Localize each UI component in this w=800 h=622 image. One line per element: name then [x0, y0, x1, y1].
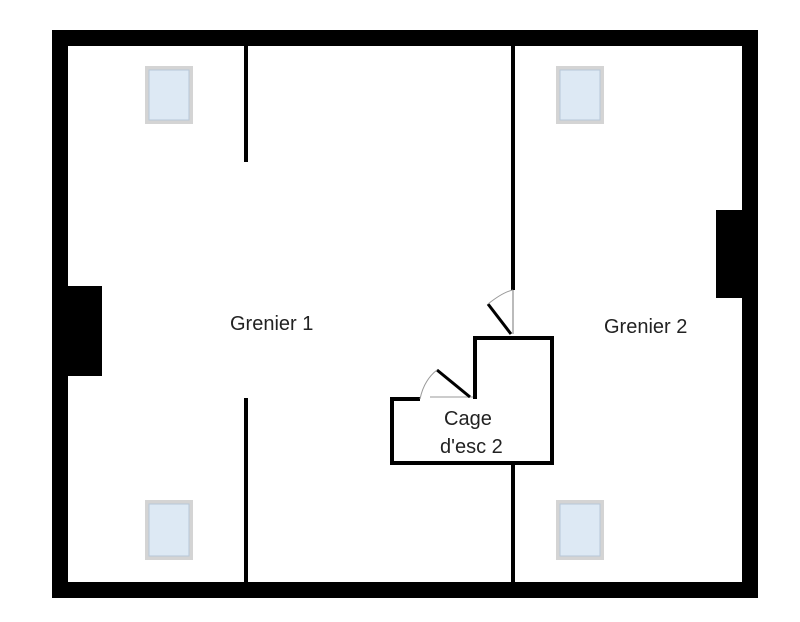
window-bottom-right	[556, 500, 604, 560]
chimney-left	[55, 286, 102, 376]
window-bottom-left	[145, 500, 193, 560]
door-swing-upper	[486, 289, 514, 335]
chimney-right	[716, 210, 756, 298]
room-label-cage-line1: Cage	[444, 408, 492, 430]
window-top-left	[145, 66, 193, 124]
room-label-cage-line2: d'esc 2	[440, 436, 503, 458]
stair-cage-wall	[390, 336, 554, 465]
window-top-right	[556, 66, 604, 124]
room-label-grenier-2: Grenier 2	[604, 316, 687, 338]
room-label-grenier-1: Grenier 1	[230, 313, 313, 335]
door-swing-lower	[419, 368, 473, 400]
